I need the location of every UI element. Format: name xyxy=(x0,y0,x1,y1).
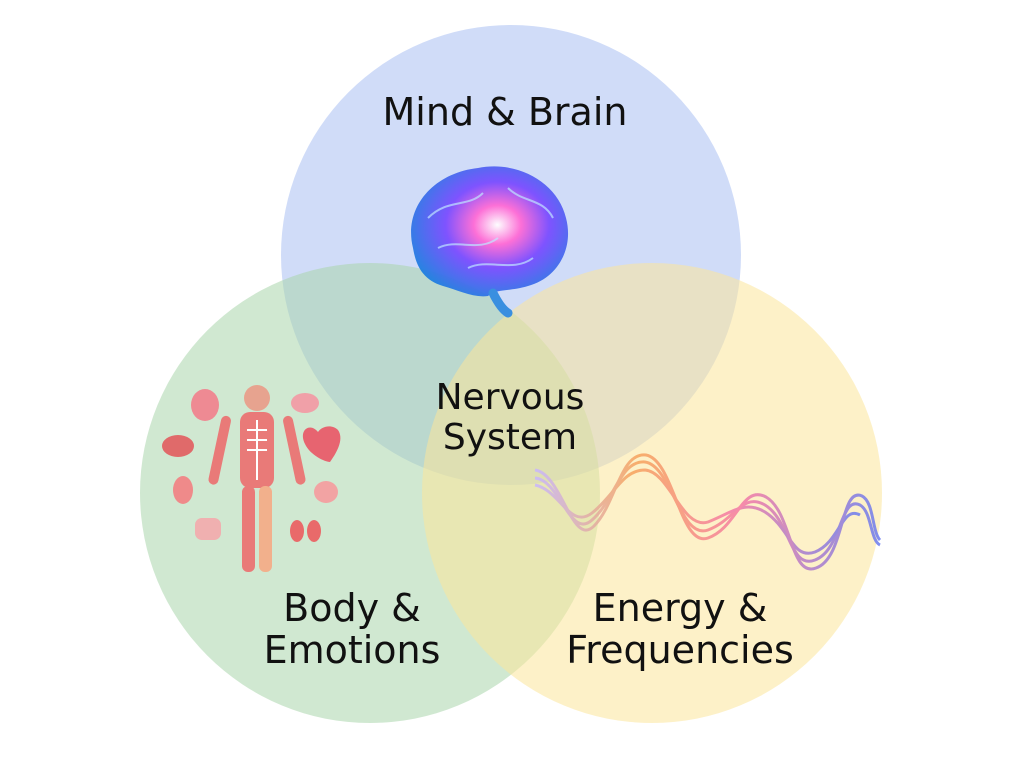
human-anatomy-icon xyxy=(162,385,341,572)
label-body-emotions: Body & Emotions xyxy=(263,586,441,672)
circle-energy-frequencies xyxy=(422,263,882,723)
label-mind-brain: Mind & Brain xyxy=(382,90,628,134)
label-energy-frequencies: Energy & Frequencies xyxy=(566,586,794,672)
label-nervous-system: Nervous System xyxy=(435,377,585,458)
wave-icon xyxy=(534,453,882,571)
brain-icon xyxy=(411,166,569,318)
